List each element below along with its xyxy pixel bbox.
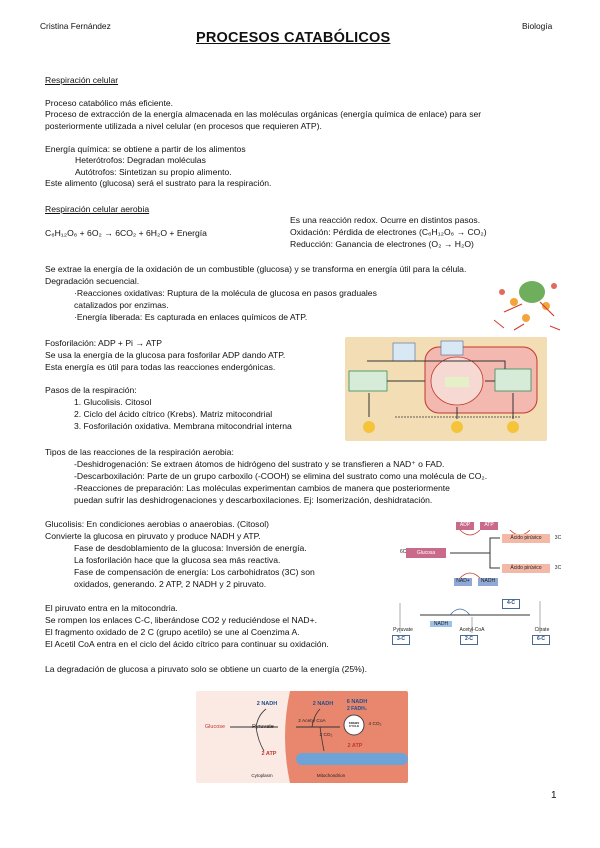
text-line: -Deshidrogenación: Se extraen átomos de … [74,459,445,469]
text-line: Es una reacción redox. Ocurre en distint… [290,215,481,225]
text-line: -Descarboxilación: Parte de un grupo car… [74,471,488,481]
equation: C₆H₁₂O₆ + 6O₂ → 6CO₂ + 6H₂O + Energía [45,228,207,238]
step-item: 2. Ciclo del ácido cítrico (Krebs). Matr… [74,409,273,419]
steps-heading: Pasos de la respiración: [45,385,137,395]
text-line: Fase de compensación de energía: Los car… [74,567,315,577]
pyruvate-label: Pyruvate [252,724,274,730]
text-line: Esta energía es útil para todas las reac… [45,362,276,372]
text-line: posteriormente utilizada a nivel celular… [45,121,322,131]
respiration-overview-figure [345,337,547,441]
text-line: Glucolisis: En condiciones aerobias o an… [45,519,270,529]
text-line: Autótrofos: Sintetizan su propio aliment… [75,167,232,177]
mitochondrion-label: Mitochondrion [316,773,346,778]
step-item: 3. Fosforilación oxidativa. Membrana mit… [74,421,292,431]
text-line: -Reacciones de preparación: Las molécula… [74,483,450,493]
c3-label: 3C [554,565,562,571]
text-line: Se extrae la energía de la oxidación de … [45,264,467,274]
4c-label: 4-C [502,599,520,609]
fadh-label: 2 FADH₂ [346,706,367,712]
text-line: Heterótrofos: Degradan moléculas [75,155,206,165]
pyruvate-arrows [399,601,541,633]
text-line: Proceso de extracción de la energía alma… [45,109,482,119]
6c-label: 6-C [532,635,550,645]
acetyl-label: 2 Acetyl CoA [298,719,326,724]
glucose-label: Glucose [204,724,226,730]
mitochondrion-figure: Glucose Pyruvate 2 NADH 2 NADH 6 NADH 2 … [196,691,408,783]
2c-label: 2-C [460,635,478,645]
nadh-label-1: 2 NADH [256,701,278,707]
header-subject: Biología [522,21,553,31]
text-line: oxidados, generando. 2 ATP, 2 NADH y 2 p… [74,579,267,589]
c3-label: 3C [554,535,562,541]
atp-cartoon-illustration [484,272,564,334]
co2-label-1: 2 CO₂ [319,733,333,738]
text-line: Proceso catabólico más eficiente. [45,98,174,108]
section-heading-aerobia: Respiración celular aerobia [45,204,150,214]
page-title: PROCESOS CATABÓLICOS [196,30,391,46]
text-line: Convierte la glucosa en piruvato y produ… [45,531,261,541]
krebs-label: KREBS CYCLE [348,721,360,728]
acetylcoa-label: Acetyl-CoA [459,627,485,633]
text-line: Fase de desdoblamiento de la glucosa: In… [74,543,307,553]
text-line: El piruvato entra en la mitocondria. [45,603,178,613]
text-line: Oxidación: Pérdida de electrones (C₆H₁₂O… [290,227,487,237]
atp-label-1: 2 ATP [261,751,277,757]
header-author: Cristina Fernández [40,21,111,31]
step-item: 1. Glucolisis. Citosol [74,397,152,407]
pyruvate-label: Pyruvate [393,627,413,633]
piruvico-box-2: Ácido pirúvico [502,564,550,573]
glycolysis-figure: ADP ATP 6C Glucosa Ácido pirúvico Ácido … [390,518,572,590]
types-heading: Tipos de las reacciones de la respiració… [45,447,234,457]
nad-label: NAD+ [454,578,472,586]
text-line: La fosforilación hace que la glucosa sea… [74,555,281,565]
3c-label: 3-C [392,635,410,645]
text-line: catalizados por enzimas. [74,300,169,310]
c6-label: 6C [400,549,407,555]
text-line: Reducción: Ganancia de electrones (O₂ → … [290,239,474,249]
text-line: Se rompen los enlaces C-C, liberándose C… [45,615,318,625]
text-line: ·Energía liberada: Es capturada en enlac… [74,312,308,322]
glucosa-box: Glucosa [406,548,446,558]
text-line: El fragmento oxidado de 2 C (grupo aceti… [45,627,300,637]
text-line: Fosforilación: ADP + Pi → ATP [45,338,162,348]
piruvico-box-1: Ácido pirúvico [502,534,550,543]
text-line: Se usa la energía de la glucosa para fos… [45,350,286,360]
atp-label: ATP [480,522,498,530]
text-line: Degradación secuencial. [45,276,140,286]
mitochondrion-drawing [196,691,408,783]
section-heading-respiracion: Respiración celular [45,75,119,85]
text-line: ·Reacciones oxidativas: Ruptura de la mo… [74,288,377,298]
atp-label-2: 2 ATP [347,743,363,749]
co2-label-2: 4 CO₂ [368,722,382,727]
nadh-label: NADH [430,621,452,627]
nadh-label-3: 6 NADH [346,699,368,705]
text-line: Este alimento (glucosa) será el sustrato… [45,178,272,188]
text-line: La degradación de glucosa a piruvato sol… [45,664,368,674]
page-number: 1 [551,790,557,801]
pyruvate-acetylcoa-figure: 4-C NADH Pyruvate Acetyl-CoA Citrate 3-C… [390,597,572,645]
nadh-label: NADH [478,578,498,586]
cytoplasm-label: Cytoplasm [251,773,273,778]
nadh-label-2: 2 NADH [312,701,334,707]
citrate-label: Citrate [534,627,550,633]
text-line: Energía química: se obtiene a partir de … [45,144,246,154]
text-line: El Acetil CoA entra en el ciclo del ácid… [45,639,329,649]
text-line: puedan sufrir las deshidrogenaciones y d… [74,495,433,505]
adp-label: ADP [456,522,474,530]
